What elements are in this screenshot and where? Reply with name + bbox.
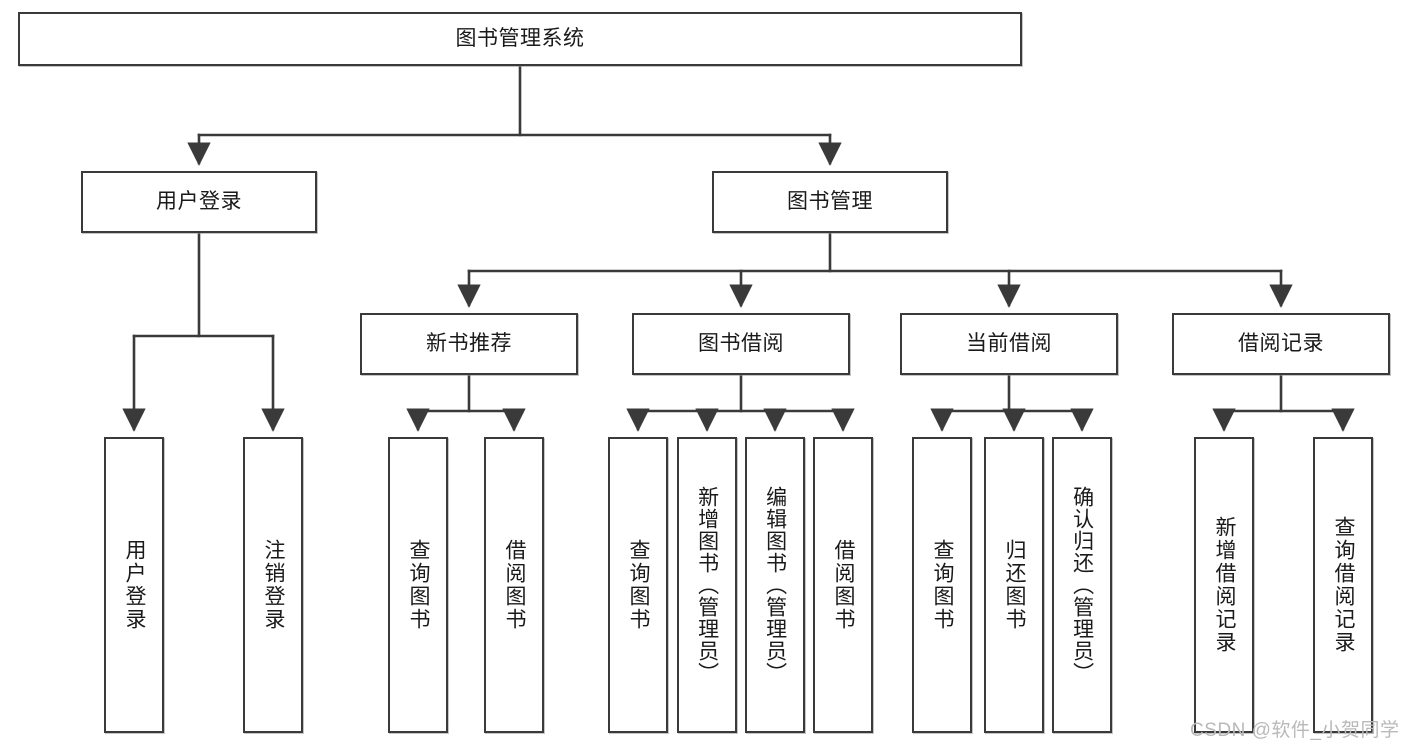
node-leaf-edit-book-admin[interactable]: 编辑图书（管理员）	[745, 437, 805, 733]
node-root[interactable]: 图书管理系统	[18, 12, 1022, 66]
node-current-borrow[interactable]: 当前借阅	[900, 313, 1118, 375]
node-leaf-query-borrow-record[interactable]: 查询借阅记录	[1313, 437, 1373, 733]
node-new-book-recommend-label: 新书推荐	[426, 331, 512, 355]
node-leaf-query-book-recommend[interactable]: 查询图书	[388, 437, 448, 733]
node-leaf-return-book-label: 归还图书	[1002, 539, 1026, 631]
node-leaf-query-book-current[interactable]: 查询图书	[912, 437, 972, 733]
node-user-login[interactable]: 用户登录	[81, 171, 317, 233]
node-leaf-add-borrow-record-label: 新增借阅记录	[1212, 516, 1236, 654]
node-borrow-record[interactable]: 借阅记录	[1172, 313, 1390, 375]
node-leaf-borrow-book-label: 借阅图书	[831, 539, 855, 631]
node-leaf-query-borrow-record-label: 查询借阅记录	[1331, 516, 1355, 654]
node-leaf-query-book-current-label: 查询图书	[930, 539, 954, 631]
node-leaf-user-login[interactable]: 用户登录	[104, 437, 164, 733]
node-current-borrow-label: 当前借阅	[966, 331, 1052, 355]
node-leaf-confirm-return-admin[interactable]: 确认归还（管理员）	[1052, 437, 1112, 733]
node-leaf-query-book-recommend-label: 查询图书	[406, 539, 430, 631]
node-leaf-user-login-label: 用户登录	[122, 539, 146, 631]
node-book-borrow-label: 图书借阅	[698, 331, 784, 355]
node-leaf-borrow-book[interactable]: 借阅图书	[813, 437, 873, 733]
node-book-manage[interactable]: 图书管理	[712, 171, 948, 233]
node-borrow-record-label: 借阅记录	[1238, 331, 1324, 355]
node-book-borrow[interactable]: 图书借阅	[632, 313, 850, 375]
node-root-label: 图书管理系统	[455, 26, 585, 50]
node-user-login-label: 用户登录	[156, 189, 242, 213]
node-book-manage-label: 图书管理	[787, 189, 873, 213]
node-leaf-return-book[interactable]: 归还图书	[984, 437, 1044, 733]
csdn-watermark: CSDN @软件_小贺同学	[1190, 720, 1400, 741]
node-leaf-borrow-book-recommend-label: 借阅图书	[502, 539, 526, 631]
node-leaf-add-book-admin[interactable]: 新增图书（管理员）	[677, 437, 737, 733]
node-leaf-confirm-return-admin-label: 确认归还（管理员）	[1070, 486, 1094, 684]
node-leaf-add-borrow-record[interactable]: 新增借阅记录	[1194, 437, 1254, 733]
node-leaf-borrow-book-recommend[interactable]: 借阅图书	[484, 437, 544, 733]
node-leaf-logout-login-label: 注销登录	[261, 539, 285, 631]
node-leaf-query-book-borrow-label: 查询图书	[626, 539, 650, 631]
node-new-book-recommend[interactable]: 新书推荐	[360, 313, 578, 375]
node-leaf-add-book-admin-label: 新增图书（管理员）	[695, 486, 719, 684]
node-leaf-logout-login[interactable]: 注销登录	[243, 437, 303, 733]
node-leaf-query-book-borrow[interactable]: 查询图书	[608, 437, 668, 733]
node-leaf-edit-book-admin-label: 编辑图书（管理员）	[763, 486, 787, 684]
